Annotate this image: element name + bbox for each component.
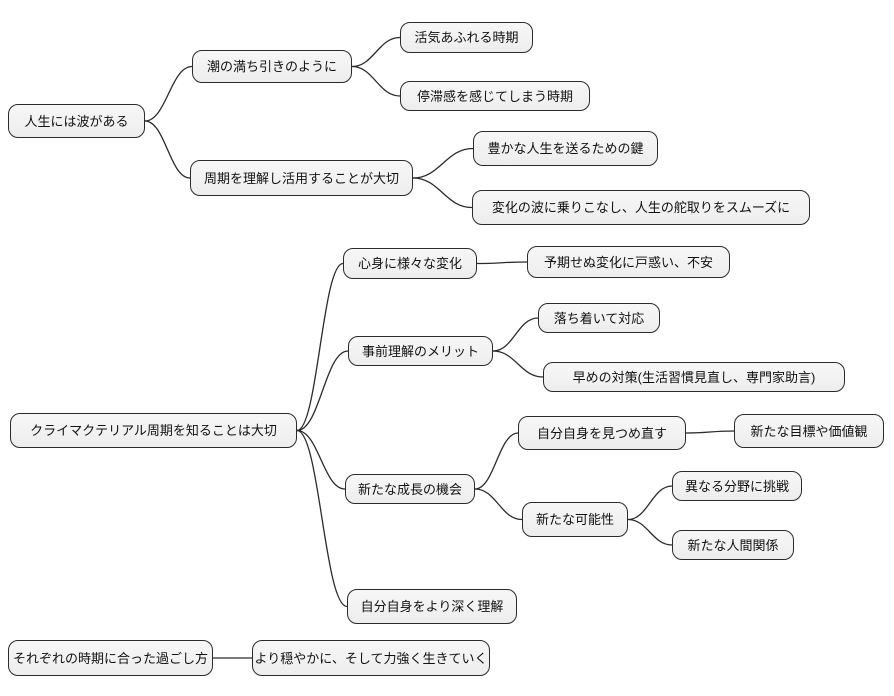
mindmap-node-vibrant-period: 活気あふれる時期: [400, 22, 533, 53]
mindmap-node-unexpected-anxiety: 予期せぬ変化に戸惑い、不安: [527, 246, 730, 278]
edge-new-possibilities-to-new-relationships: [627, 518, 673, 546]
edge-merit-of-preknowledge-to-early-measures: [492, 350, 544, 378]
mindmap-node-deeper-self-understanding: 自分自身をより深く理解: [347, 589, 517, 624]
mindmap-node-new-relationships: 新たな人間関係: [672, 530, 794, 560]
mindmap-node-new-possibilities: 新たな可能性: [522, 502, 628, 537]
mindmap-node-merit-of-preknowledge: 事前理解のメリット: [348, 336, 493, 366]
mindmap-node-like-tides: 潮の満ち引きのように: [192, 50, 352, 83]
edge-understand-use-cycles-to-key-to-rich-life: [412, 147, 474, 179]
edge-life-has-waves-to-like-tides: [144, 65, 193, 122]
mindmap-node-key-to-rich-life: 豊かな人生を送るための鍵: [473, 131, 658, 166]
edge-like-tides-to-vibrant-period: [351, 36, 401, 68]
mindmap-node-way-to-spend-each-period: それぞれの時期に合った過ごし方: [8, 640, 213, 676]
edge-reexamine-oneself-to-new-goals-values: [685, 430, 735, 434]
mindmap-node-challenge-new-fields: 異なる分野に挑戦: [672, 471, 802, 501]
edge-knowing-cycle-important-to-deeper-self-understanding: [296, 429, 348, 608]
mindmap-node-early-measures: 早めの対策(生活習慣見直し、専門家助言): [543, 362, 845, 392]
edge-new-growth-opportunity-to-reexamine-oneself: [474, 432, 519, 490]
edge-merit-of-preknowledge-to-respond-calmly: [492, 317, 539, 352]
edge-like-tides-to-stagnant-period: [351, 65, 401, 97]
mindmap-node-new-goals-values: 新たな目標や価値観: [734, 414, 884, 448]
edge-knowing-cycle-important-to-new-growth-opportunity: [296, 429, 346, 490]
edge-mind-body-changes-to-unexpected-anxiety: [476, 261, 528, 265]
mindmap-node-ride-waves-smoothly: 変化の波に乗りこなし、人生の舵取りをスムーズに: [472, 190, 810, 225]
edge-understand-use-cycles-to-ride-waves-smoothly: [412, 177, 473, 209]
edge-knowing-cycle-important-to-merit-of-preknowledge: [296, 350, 349, 432]
mindmap-node-life-has-waves: 人生には波がある: [8, 104, 145, 138]
mindmap-node-stagnant-period: 停滞感を感じてしまう時期: [400, 81, 590, 111]
mindmap-node-knowing-cycle-important: クライマクテリアル周期を知ることは大切: [10, 413, 297, 448]
edge-knowing-cycle-important-to-mind-body-changes: [296, 262, 344, 432]
mindmap-node-live-calm-and-strong: より穏やかに、そして力強く生きていく: [252, 640, 490, 676]
edge-new-possibilities-to-challenge-new-fields: [627, 485, 673, 521]
mindmap-node-new-growth-opportunity: 新たな成長の機会: [345, 474, 475, 504]
edge-life-has-waves-to-understand-use-cycles: [144, 120, 191, 179]
mindmap-node-respond-calmly: 落ち着いて対応: [538, 303, 660, 333]
mindmap-node-understand-use-cycles: 周期を理解し活用することが大切: [190, 160, 413, 196]
edge-new-growth-opportunity-to-new-possibilities: [474, 488, 523, 521]
mindmap-node-reexamine-oneself: 自分自身を見つめ直す: [518, 416, 686, 450]
mindmap-node-mind-body-changes: 心身に様々な変化: [343, 248, 477, 279]
